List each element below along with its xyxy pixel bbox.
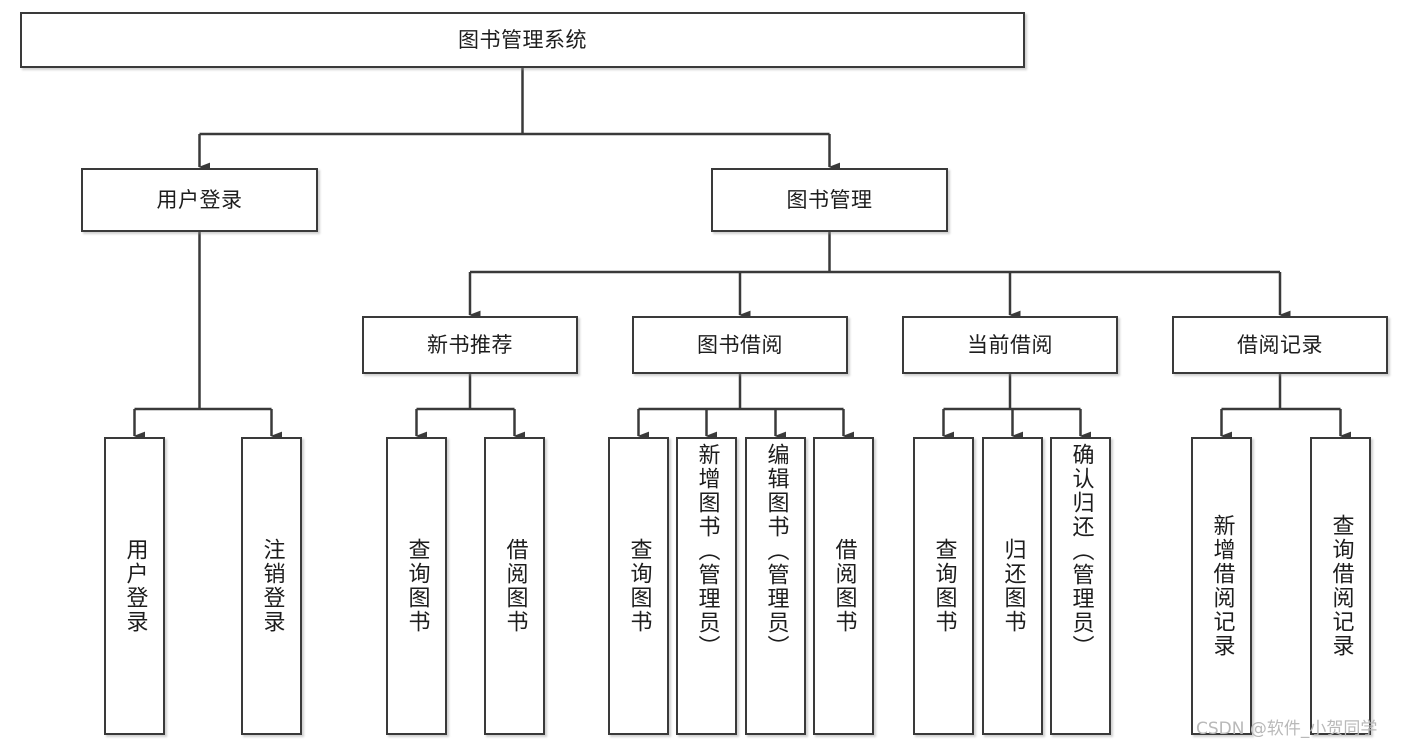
node-label: 图书借阅 xyxy=(697,332,783,357)
node-label: 借阅图书 xyxy=(831,538,857,634)
node-label: 注销登录 xyxy=(259,538,285,634)
node-leaf-user-login[interactable]: 用户登录 xyxy=(104,437,165,735)
node-book-borrow[interactable]: 图书借阅 xyxy=(632,316,848,374)
node-book-manage[interactable]: 图书管理 xyxy=(711,168,948,232)
node-leaf-rec-borrow[interactable]: 借阅图书 xyxy=(484,437,545,735)
node-user-login[interactable]: 用户登录 xyxy=(81,168,318,232)
node-leaf-bb-borrow[interactable]: 借阅图书 xyxy=(813,437,874,735)
node-label: 确认归还（管理员） xyxy=(1068,443,1094,659)
node-label: 借阅记录 xyxy=(1237,332,1323,357)
node-label: 查询图书 xyxy=(626,538,652,634)
node-new-book-rec[interactable]: 新书推荐 xyxy=(362,316,578,374)
node-label: 编辑图书（管理员） xyxy=(763,443,789,659)
node-label: 图书管理 xyxy=(786,187,873,212)
node-leaf-br-add[interactable]: 新增借阅记录 xyxy=(1191,437,1252,735)
node-label: 新增借阅记录 xyxy=(1209,514,1235,658)
node-leaf-bb-add[interactable]: 新增图书（管理员） xyxy=(676,437,737,735)
node-current-borrow[interactable]: 当前借阅 xyxy=(902,316,1118,374)
node-leaf-br-query[interactable]: 查询借阅记录 xyxy=(1310,437,1371,735)
node-leaf-rec-query[interactable]: 查询图书 xyxy=(386,437,447,735)
node-leaf-user-logout[interactable]: 注销登录 xyxy=(241,437,302,735)
node-leaf-bb-edit[interactable]: 编辑图书（管理员） xyxy=(745,437,806,735)
node-label: 用户登录 xyxy=(122,538,148,634)
node-leaf-cb-return[interactable]: 归还图书 xyxy=(982,437,1043,735)
node-root[interactable]: 图书管理系统 xyxy=(20,12,1025,68)
node-label: 查询图书 xyxy=(404,538,430,634)
node-leaf-bb-query[interactable]: 查询图书 xyxy=(608,437,669,735)
node-label: 当前借阅 xyxy=(967,332,1053,357)
node-label: 新增图书（管理员） xyxy=(694,443,720,659)
node-label: 查询图书 xyxy=(931,538,957,634)
node-borrow-record[interactable]: 借阅记录 xyxy=(1172,316,1388,374)
node-label: 用户登录 xyxy=(156,187,243,212)
node-label: 查询借阅记录 xyxy=(1328,514,1354,658)
node-label: 新书推荐 xyxy=(427,332,513,357)
node-label: 归还图书 xyxy=(1000,538,1026,634)
node-leaf-cb-query[interactable]: 查询图书 xyxy=(913,437,974,735)
node-leaf-cb-confirm[interactable]: 确认归还（管理员） xyxy=(1050,437,1111,735)
node-label: 借阅图书 xyxy=(502,538,528,634)
node-label: 图书管理系统 xyxy=(458,27,587,52)
